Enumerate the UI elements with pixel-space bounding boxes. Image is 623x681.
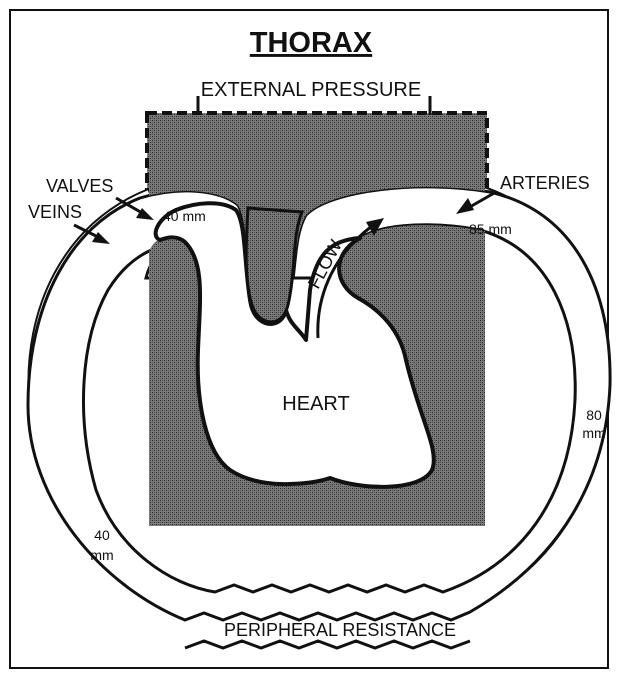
diagram-title: THORAX: [250, 27, 373, 59]
vein-pressure-side-unit: mm: [90, 547, 113, 563]
peripheral-resistance-label: PERIPHERAL RESISTANCE: [224, 620, 456, 640]
valves-label: VALVES: [46, 176, 113, 196]
artery-pressure-side-unit: mm: [582, 425, 605, 441]
peripheral-resistance-zigzag: [185, 641, 470, 648]
external-pressure-label: EXTERNAL PRESSURE: [201, 79, 421, 101]
heart-label: HEART: [282, 393, 349, 415]
veins-label: VEINS: [28, 202, 82, 222]
artery-pressure-side-value: 80: [586, 407, 602, 423]
arteries-label: ARTERIES: [500, 173, 590, 193]
vein-pressure-side-value: 40: [94, 527, 110, 543]
vein-pressure-top-label: 40 mm: [163, 208, 206, 224]
artery-pressure-top-label: 85 mm: [469, 221, 512, 237]
